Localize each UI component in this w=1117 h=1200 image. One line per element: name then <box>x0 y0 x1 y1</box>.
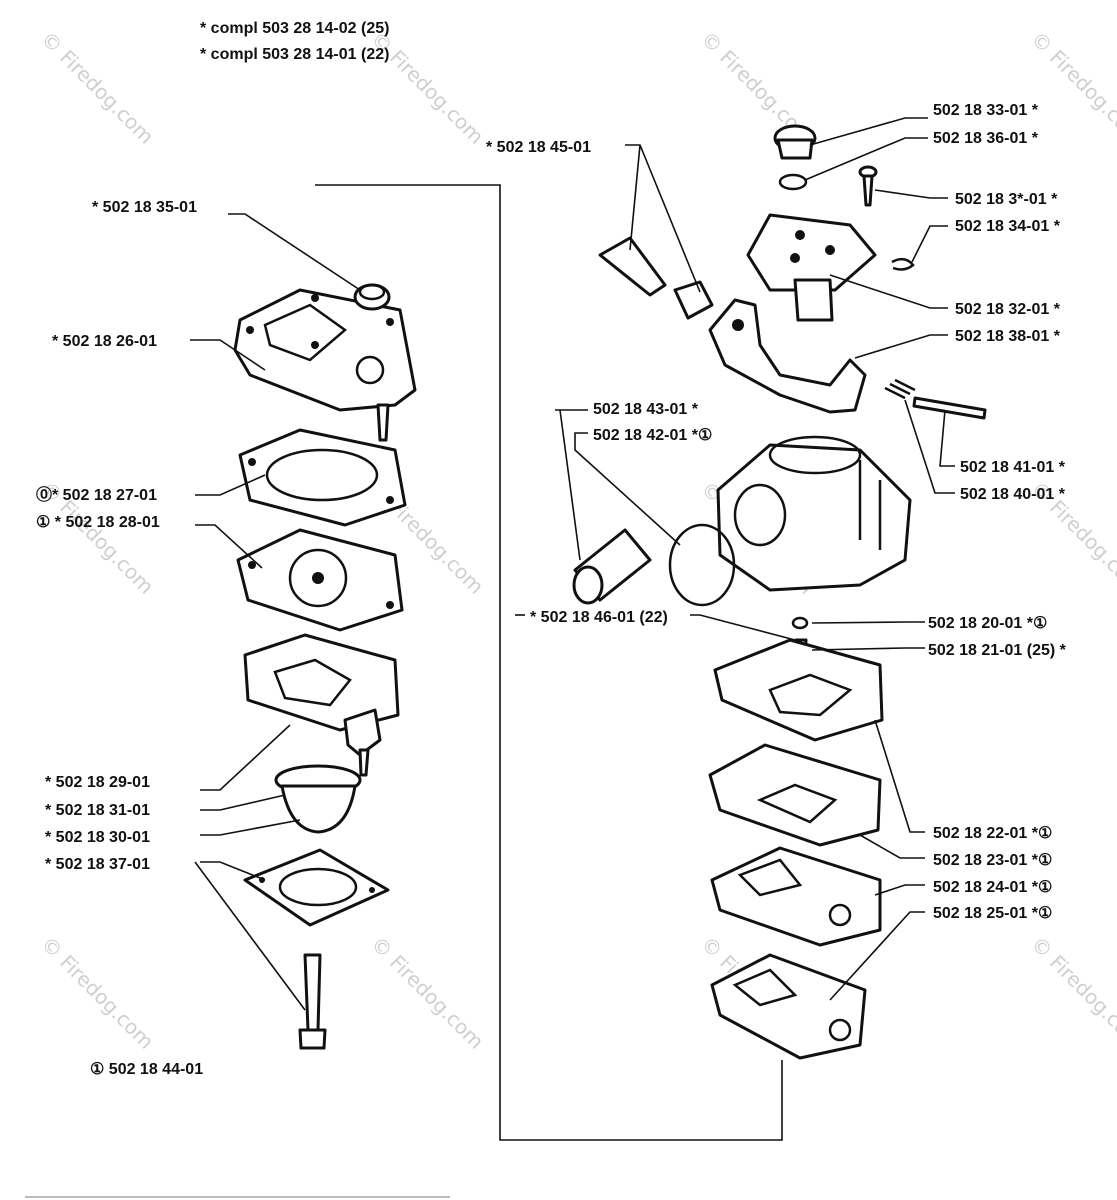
watermark-4: © Firedog.com <box>1026 27 1117 149</box>
seal-ring-part <box>668 523 736 607</box>
pump-diaphragm-part <box>236 528 404 632</box>
primer-bulb-part <box>274 764 362 834</box>
primer-retainer-part <box>243 848 390 927</box>
e-clip-part <box>891 257 915 271</box>
idle-spring-screw-part <box>884 378 987 420</box>
label-502-18-40-01: 502 18 40-01 * <box>960 486 1066 503</box>
label-502-18-31-01: * 502 18 31-01 <box>45 802 150 819</box>
carburetor-body-part <box>716 435 912 592</box>
label-502-18-45-01: * 502 18 45-01 <box>486 139 591 156</box>
watermark-10: © Firedog.com <box>366 932 488 1054</box>
label-502-18-27-01: ⓪* 502 18 27-01 <box>36 485 157 504</box>
label-502-18-20-01: 502 18 20-01 *① <box>928 615 1047 632</box>
label-502-18-33-01: 502 18 33-01 * <box>933 102 1039 119</box>
watermark-1: © Firedog.com <box>36 27 158 149</box>
label-502-18-44-01: ① 502 18 44-01 <box>90 1061 203 1078</box>
label-502-18-24-01: 502 18 24-01 *① <box>933 879 1052 896</box>
watermark-9: © Firedog.com <box>36 932 158 1054</box>
label-502-18-34-01: 502 18 34-01 * <box>955 218 1061 235</box>
plug-cap-part <box>773 124 817 160</box>
label-502-18-23-01: 502 18 23-01 *① <box>933 852 1052 869</box>
valve-housing-part <box>746 213 877 322</box>
header-kit-25: * compl 503 28 14-02 (25) <box>200 20 389 37</box>
label-502-18-32-01: 502 18 32-01 * <box>955 301 1061 318</box>
label-502-18-30-01: * 502 18 30-01 <box>45 829 150 846</box>
metering-cover-part <box>243 633 400 777</box>
o-ring-part <box>778 173 808 191</box>
pump-cover-part <box>233 288 417 442</box>
label-502-18-43-01: 502 18 43-01 * <box>593 401 699 418</box>
label-502-18-36-01: 502 18 36-01 * <box>933 130 1039 147</box>
pump-plate-part <box>710 846 882 947</box>
label-502-18-21-01: 502 18 21-01 (25) * <box>928 642 1067 659</box>
label-502-18-28-01: ① * 502 18 28-01 <box>36 514 160 531</box>
label-502-18-26-01: * 502 18 26-01 <box>52 333 157 350</box>
label-502-18-22-01: 502 18 22-01 *① <box>933 825 1052 842</box>
watermark-12: © Firedog.com <box>1026 932 1117 1054</box>
label-502-18-37-01: * 502 18 37-01 <box>45 856 150 873</box>
metering-plate-part <box>713 638 884 742</box>
venturi-tube-part <box>572 528 652 605</box>
label-502-18-42-01: 502 18 42-01 *① <box>593 427 712 444</box>
label-502-18-41-01: 502 18 41-01 * <box>960 459 1066 476</box>
label-502-18-29-01: * 502 18 29-01 <box>45 774 150 791</box>
label-502-18-25-01: 502 18 25-01 *① <box>933 905 1052 922</box>
pump-gasket-part <box>238 428 407 527</box>
label-502-18-38-01: 502 18 38-01 * <box>955 328 1061 345</box>
leader-lines <box>190 117 955 1011</box>
header-kit-22: * compl 503 28 14-01 (22) <box>200 46 389 63</box>
adjusting-screw-part <box>598 236 714 320</box>
filter-screen-part <box>353 283 391 311</box>
small-screw-part <box>858 165 878 207</box>
label-502-18-46-01: * 502 18 46-01 (22) <box>530 609 668 626</box>
assembly-frame-line <box>315 184 783 1141</box>
watermark-2: © Firedog.com <box>366 27 488 149</box>
label-502-18-3x-01: 502 18 3*-01 * <box>955 191 1058 208</box>
metering-diaphragm-part <box>708 743 882 847</box>
throttle-bracket-part <box>708 298 867 414</box>
bottom-gasket-part <box>710 953 867 1060</box>
cover-screw-part <box>298 953 327 1050</box>
label-502-18-35-01: * 502 18 35-01 <box>92 199 197 216</box>
